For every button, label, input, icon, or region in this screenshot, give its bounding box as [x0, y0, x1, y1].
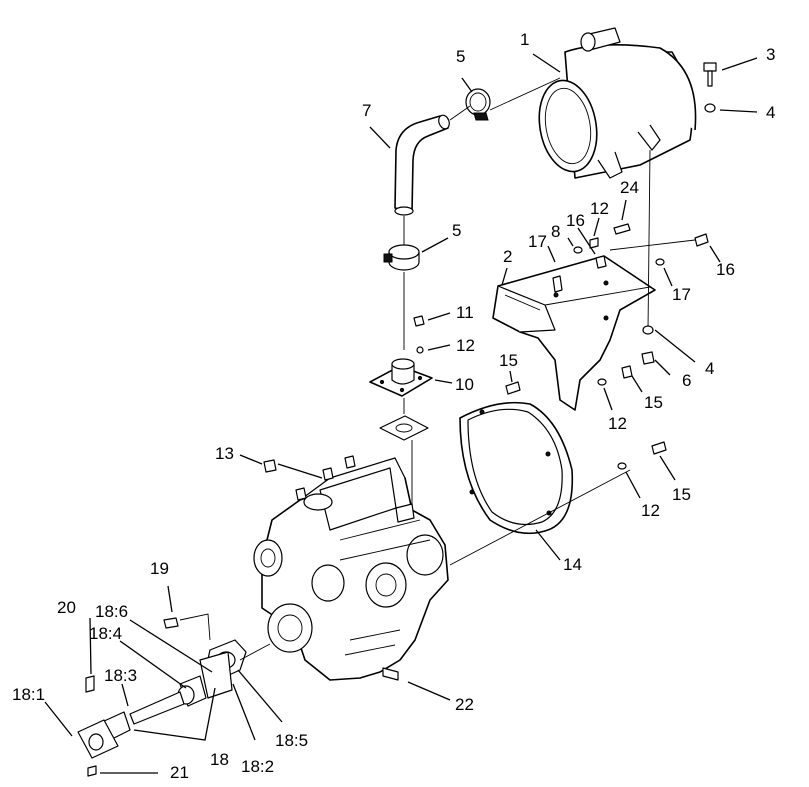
callout-12: 12 — [608, 414, 627, 433]
leader-1 — [532, 53, 561, 73]
callout-17: 17 — [672, 285, 691, 304]
leader-18-4 — [119, 640, 187, 689]
nut-13-part — [263, 459, 277, 473]
callout-10: 10 — [455, 375, 474, 394]
leader-13-plug — [277, 463, 323, 479]
callout-22: 22 — [455, 695, 474, 714]
leader-11 — [427, 312, 451, 321]
leader-15c — [659, 455, 676, 481]
leader-15a — [509, 370, 513, 383]
leader-19 — [167, 585, 173, 613]
callout-14: 14 — [563, 555, 582, 574]
leader-12d — [625, 471, 641, 499]
callout-24: 24 — [620, 178, 639, 197]
callout-3: 3 — [766, 45, 775, 64]
clamp-5-lower-part — [383, 244, 420, 271]
callout-12: 12 — [590, 199, 609, 218]
leader-3 — [721, 57, 758, 71]
clamp-5-upper-part — [465, 88, 491, 121]
callout-18-2: 18:2 — [241, 757, 274, 776]
leader-5a — [461, 77, 473, 93]
fasteners-lower-part — [597, 325, 655, 386]
leader-15b — [631, 375, 643, 393]
callout-18-3: 18:3 — [104, 666, 137, 685]
driveshaft-18-part — [77, 617, 247, 777]
leader-12a — [427, 344, 451, 351]
callout-1: 1 — [520, 30, 529, 49]
leader-22 — [407, 681, 451, 701]
leader-12b — [593, 217, 600, 237]
callout-18-4: 18:4 — [89, 624, 122, 643]
engine-part — [253, 455, 449, 681]
callout-4: 4 — [766, 103, 775, 122]
leader-17b — [663, 267, 673, 287]
muffler-part — [538, 27, 697, 179]
leader-18-5 — [237, 669, 283, 723]
callout-15: 15 — [644, 393, 663, 412]
leader-7 — [369, 126, 391, 149]
callout-7: 7 — [362, 101, 371, 120]
callout-8: 8 — [551, 222, 560, 241]
leader-10 — [434, 379, 453, 384]
dash-shaft-engine — [239, 643, 271, 661]
callout-5: 5 — [452, 221, 461, 240]
leader-18-3 — [121, 683, 129, 707]
callout-5: 5 — [456, 47, 465, 66]
dash-housing — [449, 469, 631, 566]
mounting-bracket-2-part — [492, 255, 656, 411]
callout-20: 20 — [57, 598, 76, 617]
leader-18-6 — [129, 619, 213, 673]
leader-4a — [719, 109, 758, 113]
callout-2: 2 — [503, 247, 512, 266]
callout-18-6: 18:6 — [95, 602, 128, 621]
leader-5b — [421, 237, 449, 253]
leader-18-2 — [232, 683, 256, 741]
leader-18 — [133, 687, 216, 741]
callout-15: 15 — [499, 351, 518, 370]
leader-2 — [501, 267, 508, 286]
leader-14 — [535, 529, 561, 561]
fasteners-upper-part — [552, 223, 709, 293]
callout-21: 21 — [170, 763, 189, 782]
callout-12: 12 — [641, 501, 660, 520]
nut-11-part — [413, 315, 425, 354]
dash-bracket-16 — [609, 239, 696, 251]
callout-16: 16 — [566, 211, 585, 230]
leader-4b — [654, 329, 696, 363]
callout-11: 11 — [456, 303, 474, 322]
dash-7-5 — [449, 105, 471, 121]
leader-17a — [547, 245, 556, 263]
callout-18-5: 18:5 — [275, 731, 308, 750]
leader-18-1 — [44, 701, 73, 737]
exhaust-flange-10-part — [369, 358, 433, 441]
callout-19: 19 — [150, 559, 169, 578]
leader-24 — [621, 199, 627, 221]
callout-18: 18 — [210, 750, 229, 769]
callout-16: 16 — [716, 260, 735, 279]
leader-8 — [567, 237, 574, 247]
bell-housing-14-part — [459, 401, 574, 535]
bolt-15-part — [505, 381, 667, 470]
bolt-3-part — [703, 62, 717, 113]
leader-16b — [709, 245, 721, 263]
leader-12c — [603, 387, 613, 411]
leader-13 — [239, 454, 263, 465]
leader-6 — [654, 359, 671, 376]
callout-15: 15 — [672, 485, 691, 504]
centerline-exhaust — [403, 216, 413, 520]
callout-4: 4 — [705, 359, 714, 378]
dash-19 — [179, 613, 211, 641]
callout-13: 13 — [215, 444, 234, 463]
callout-6: 6 — [682, 371, 691, 390]
exhaust-pipe-7-part — [394, 114, 450, 216]
callout-18-1: 18:1 — [12, 685, 45, 704]
dash-bracket-muffler — [647, 149, 651, 331]
callout-12: 12 — [456, 336, 475, 355]
callout-17: 17 — [528, 232, 547, 251]
leader-20 — [89, 617, 92, 675]
leader-16a — [577, 227, 596, 255]
dash-5-1 — [489, 77, 561, 111]
